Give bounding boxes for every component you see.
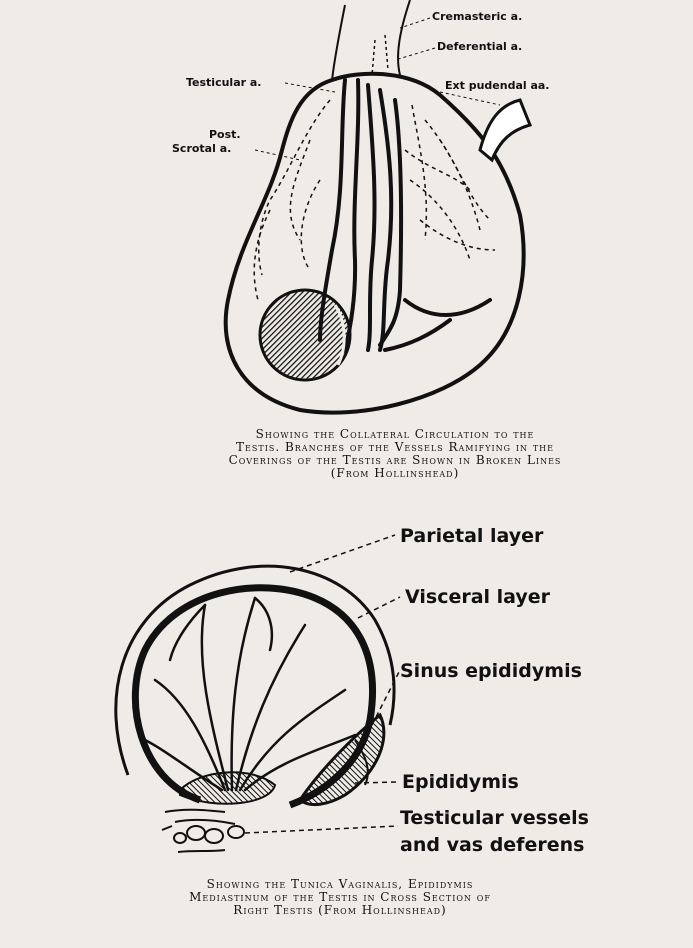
label-epididymis: Epididymis (402, 771, 519, 793)
label-visceral-layer: Visceral layer (405, 586, 551, 608)
label-post-scrotal-2: Scrotal a. (172, 142, 231, 155)
ext-pudendal-vessel (480, 100, 530, 160)
label-post-scrotal-1: Post. (209, 128, 241, 141)
vessels-cluster (162, 810, 244, 852)
label-deferential: Deferential a. (437, 40, 522, 53)
label-cremasteric: Cremasteric a. (432, 10, 522, 23)
label-testicular-vessels: Testicular vessels (400, 807, 589, 829)
testis-septa (145, 598, 355, 790)
mediastinum (180, 772, 275, 803)
label-vas-deferens: and vas deferens (400, 834, 584, 856)
epididymis (300, 715, 384, 805)
visceral-layer (135, 588, 372, 805)
figure2-caption-line: Right Testis (From Hollinshead) (60, 904, 620, 917)
label-ext-pudendal: Ext pudendal aa. (445, 79, 550, 92)
figure1-caption-line: (From Hollinshead) (115, 467, 675, 480)
figure-collateral-circulation: Cremasteric a. Deferential a. Ext pudend… (0, 0, 693, 470)
figure2-caption: Showing the Tunica Vaginalis, Epididymis… (60, 878, 620, 917)
testis-ball (260, 290, 350, 380)
parietal-layer (116, 566, 394, 775)
label-parietal-layer: Parietal layer (400, 525, 544, 547)
label-testicular: Testicular a. (186, 76, 261, 89)
label-sinus-epididymis: Sinus epididymis (400, 660, 582, 682)
figure1-caption: Showing the Collateral Circulation to th… (115, 428, 675, 480)
